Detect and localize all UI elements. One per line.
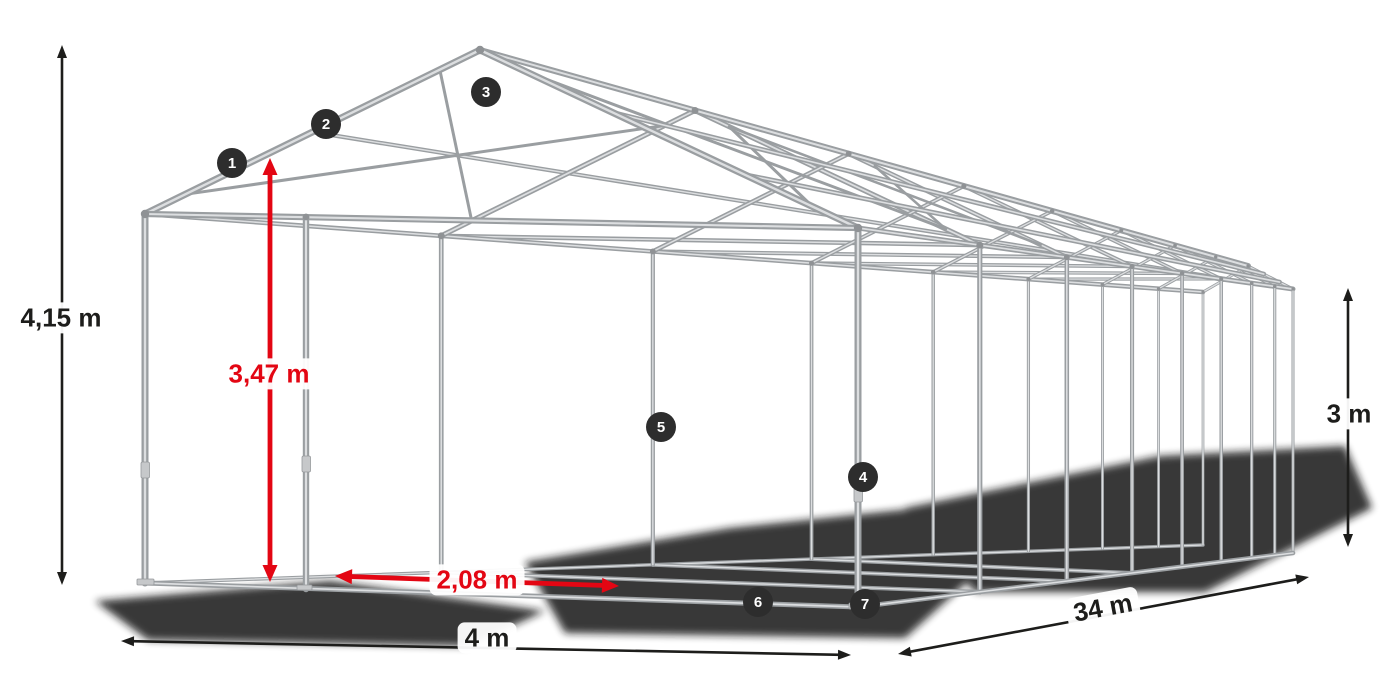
dimension-label-total-height: 4,15 m: [13, 302, 109, 334]
dimension-label-width: 4 m: [457, 622, 517, 654]
dimension-label-inner-height: 3,47 m: [221, 358, 317, 390]
part-marker-5[interactable]: 5: [646, 412, 676, 442]
part-marker-7[interactable]: 7: [850, 589, 880, 619]
part-marker-3[interactable]: 3: [471, 77, 501, 107]
part-marker-2[interactable]: 2: [311, 109, 341, 139]
part-marker-1[interactable]: 1: [217, 148, 247, 178]
part-marker-6[interactable]: 6: [743, 587, 773, 617]
steel-frame-tubes: [136, 45, 1296, 611]
part-marker-4[interactable]: 4: [848, 462, 878, 492]
dimension-label-side-height: 3 m: [1319, 398, 1379, 430]
dimension-label-post-spacing: 2,08 m: [429, 564, 525, 596]
